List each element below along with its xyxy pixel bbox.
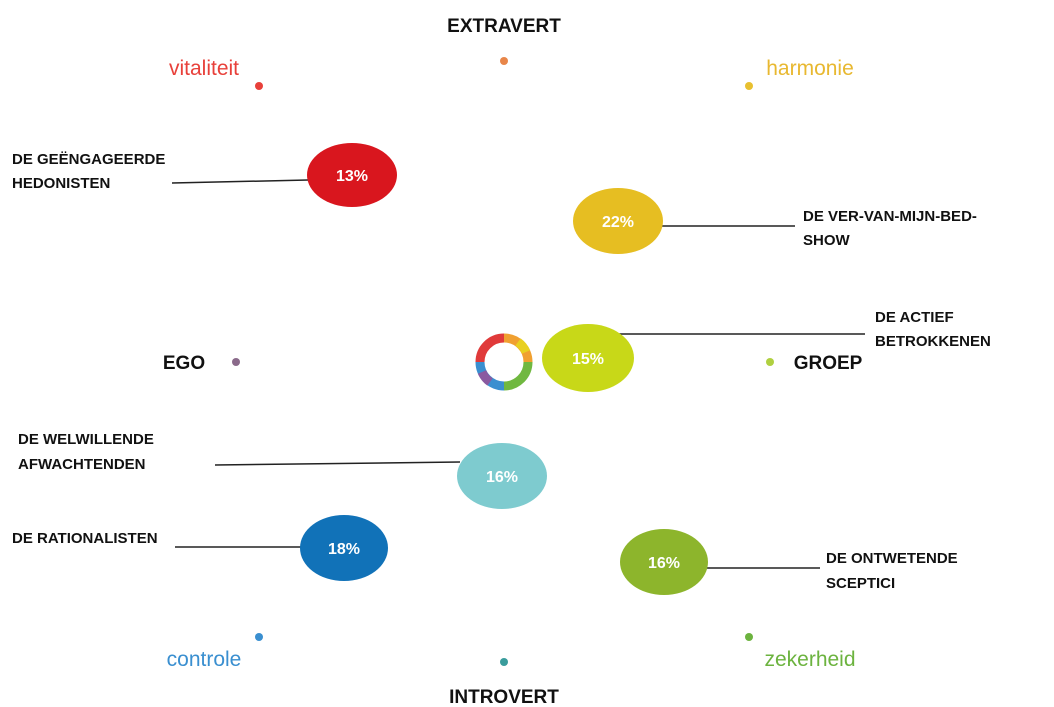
segment-name-hedonisten-line1: DE GEËNGAGEERDE xyxy=(12,151,165,168)
segment-percentage-welwillende: 16% xyxy=(486,469,518,486)
segment-bubble-welwillende xyxy=(457,443,547,509)
leader-line-hedonisten xyxy=(171,179,309,184)
segment-bubble-actief-betrokkenen xyxy=(542,324,634,392)
segment-percentage-ver-van-mijn-bed: 22% xyxy=(602,214,634,231)
corner-dot-bottom-left xyxy=(255,633,263,641)
axis-dot-left xyxy=(232,358,240,366)
axis-label-top: EXTRAVERT xyxy=(447,16,561,37)
center-color-wheel-icon xyxy=(475,333,533,391)
corner-label-bottom-left: controle xyxy=(167,648,242,671)
segment-name-ver-van-mijn-bed-line1: DE VER-VAN-MIJN-BED- xyxy=(803,208,977,225)
corner-dot-bottom-right xyxy=(745,633,753,641)
segment-percentage-actief-betrokkenen: 15% xyxy=(572,351,604,368)
segment-name-actief-betrokkenen-line1: DE ACTIEF xyxy=(875,309,954,326)
corner-label-bottom-right: zekerheid xyxy=(764,648,855,671)
segment-name-ver-van-mijn-bed-line2: SHOW xyxy=(803,232,851,249)
segment-bubble-ver-van-mijn-bed xyxy=(573,188,663,254)
segment-bubble-hedonisten xyxy=(307,143,397,207)
corner-dot-top-right xyxy=(745,82,753,90)
segment-percentage-hedonisten: 13% xyxy=(336,168,368,185)
segment-name-ontwetende-line2: SCEPTICI xyxy=(826,575,895,592)
segment-percentage-ontwetende: 16% xyxy=(648,555,680,572)
axis-dot-bottom xyxy=(500,658,508,666)
axis-label-left: EGO xyxy=(163,353,205,374)
segment-name-hedonisten-line2: HEDONISTEN xyxy=(12,175,110,192)
corner-dot-top-left xyxy=(255,82,263,90)
segment-name-rationalisten: DE RATIONALISTEN xyxy=(12,530,158,547)
segment-bubble-rationalisten xyxy=(300,515,388,581)
segment-percentage-rationalisten: 18% xyxy=(328,541,360,558)
segment-name-ontwetende-line1: DE ONTWETENDE xyxy=(826,550,958,567)
axis-dot-right xyxy=(766,358,774,366)
axis-label-bottom: INTROVERT xyxy=(449,687,559,707)
segment-name-welwillende-line2: AFWACHTENDEN xyxy=(18,456,146,473)
segment-name-actief-betrokkenen-line2: BETROKKENEN xyxy=(875,333,991,350)
leader-line-welwillende xyxy=(214,461,461,466)
segment-name-welwillende-line1: DE WELWILLENDE xyxy=(18,431,154,448)
axis-label-right: GROEP xyxy=(794,353,863,374)
segment-bubble-ontwetende xyxy=(620,529,708,595)
corner-label-top-left: vitaliteit xyxy=(169,57,239,80)
axis-dot-top xyxy=(500,57,508,65)
corner-label-top-right: harmonie xyxy=(766,57,854,80)
